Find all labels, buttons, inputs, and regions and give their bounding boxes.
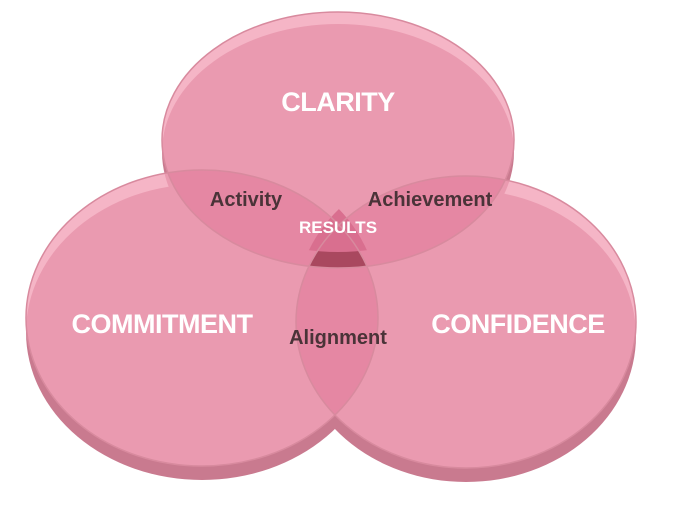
activity-label: Activity bbox=[210, 189, 283, 211]
alignment-label: Alignment bbox=[289, 327, 387, 349]
clarity-outline bbox=[161, 11, 515, 269]
confidence-label: CONFIDENCE bbox=[431, 309, 605, 339]
commitment-label: COMMITMENT bbox=[72, 309, 254, 339]
activity-overlap bbox=[162, 170, 378, 268]
commitment-outline bbox=[25, 169, 379, 467]
pair-overlaps bbox=[162, 170, 514, 466]
achievement-label: Achievement bbox=[368, 189, 493, 211]
disc-outlines bbox=[25, 11, 637, 469]
achievement-overlap bbox=[296, 176, 514, 268]
results-label: RESULTS bbox=[299, 218, 377, 237]
confidence-outline bbox=[295, 175, 637, 469]
clarity-label: CLARITY bbox=[281, 87, 395, 117]
